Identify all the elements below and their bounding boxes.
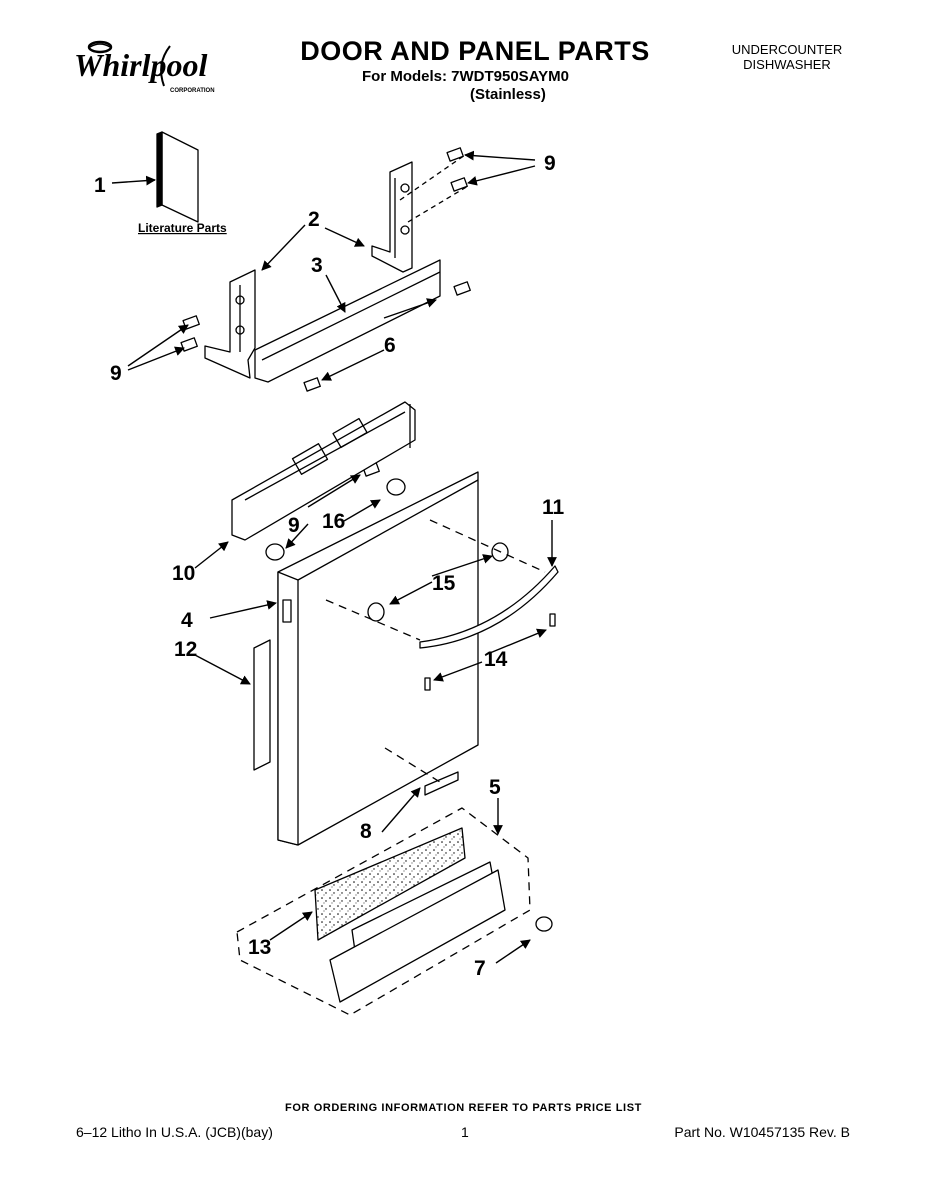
callout-14: 14 [484, 648, 508, 671]
clip-part [535, 916, 553, 932]
logo-wordmark: Whirlpool [74, 47, 207, 83]
callout-12: 12 [174, 638, 197, 661]
hinge-bracket-left [204, 269, 256, 379]
finish-label: (Stainless) [470, 86, 546, 103]
callout-9-middle: 9 [288, 514, 300, 537]
page-number: 1 [461, 1124, 469, 1140]
spacers [265, 478, 406, 561]
callout-5: 5 [489, 776, 501, 799]
hinge-bracket-right [371, 161, 413, 273]
literature-parts-label: Literature Parts [138, 221, 227, 235]
insulation-block [314, 827, 466, 941]
door-outer-panel [277, 471, 479, 846]
product-type-line2: DISHWASHER [743, 57, 831, 72]
callout-7: 7 [474, 957, 486, 980]
control-panel-part [231, 401, 416, 541]
toe-kick-panel [329, 861, 506, 1003]
callout-16: 16 [322, 510, 345, 533]
product-type-line1: UNDERCOUNTER [731, 42, 843, 57]
callout-3: 3 [311, 254, 323, 277]
callout-1: 1 [94, 174, 106, 197]
callout-4: 4 [181, 609, 193, 632]
top-trim-strip [254, 259, 441, 383]
callout-11: 11 [542, 496, 565, 519]
gasket-strip [253, 639, 271, 771]
product-type: UNDERCOUNTER DISHWASHER [722, 42, 852, 72]
page-title: DOOR AND PANEL PARTS [300, 36, 650, 66]
model-line: For Models: 7WDT950SAYM0 [362, 68, 569, 85]
ordering-note: FOR ORDERING INFORMATION REFER TO PARTS … [285, 1102, 642, 1114]
callout-13: 13 [248, 936, 271, 959]
callout-10: 10 [172, 562, 195, 585]
callout-9-upper: 9 [544, 152, 556, 175]
part-number: Part No. W10457135 Rev. B [674, 1124, 850, 1140]
exploded-parts-diagram: 1 2 3 4 5 6 7 8 9 9 9 10 11 12 13 14 15 … [94, 131, 565, 1016]
callout-15: 15 [432, 572, 456, 595]
callout-9-left: 9 [110, 362, 122, 385]
literature-book-part [156, 131, 199, 223]
callout-8: 8 [360, 820, 372, 843]
assembly-outline [236, 807, 531, 1016]
callout-6: 6 [384, 334, 396, 357]
callout-2: 2 [308, 208, 320, 231]
litho-info: 6–12 Litho In U.S.A. (JCB)(bay) [76, 1124, 273, 1140]
screws [180, 147, 471, 477]
whirlpool-logo: Whirlpool CORPORATION [74, 40, 215, 94]
logo-corporation: CORPORATION [170, 88, 215, 94]
badge-part [424, 771, 459, 796]
